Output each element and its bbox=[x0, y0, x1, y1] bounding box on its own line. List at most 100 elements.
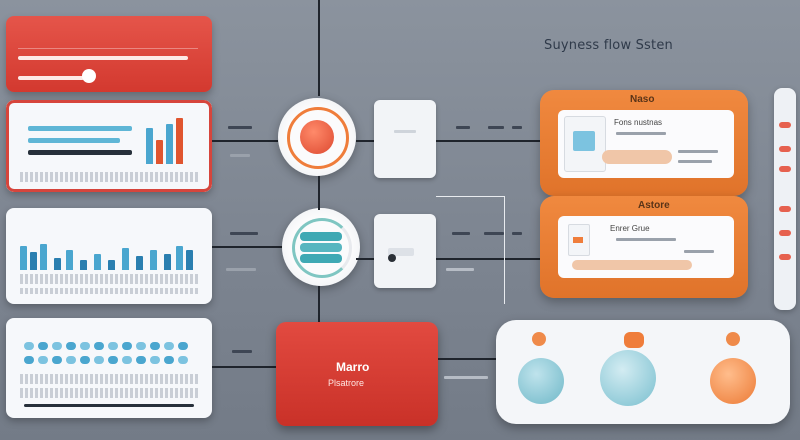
scroll-marker bbox=[779, 122, 791, 128]
chart-bar bbox=[164, 254, 171, 270]
stripe-row bbox=[20, 288, 198, 294]
database-icon bbox=[300, 232, 342, 241]
chart-bar bbox=[156, 140, 163, 164]
cloud-node-icon[interactable] bbox=[518, 358, 564, 404]
macro-block[interactable]: Marro Plsatrore bbox=[276, 322, 438, 426]
chart-bar bbox=[176, 246, 183, 270]
label-line bbox=[226, 268, 256, 271]
dot-icon bbox=[532, 332, 546, 346]
label-line bbox=[684, 250, 714, 253]
bar-chart bbox=[146, 118, 188, 164]
scroll-marker bbox=[779, 166, 791, 172]
chart-card-1[interactable] bbox=[6, 100, 212, 192]
signal-node-icon[interactable] bbox=[710, 358, 756, 404]
chart-bar bbox=[150, 250, 157, 270]
document-icon bbox=[564, 116, 606, 172]
diagram-title: Suyness flow Ssten bbox=[544, 38, 673, 53]
link-icon bbox=[624, 332, 644, 348]
label-line bbox=[230, 232, 258, 235]
label-line bbox=[388, 248, 414, 256]
card-content: Fons nustnas bbox=[558, 110, 734, 178]
document-icon bbox=[568, 224, 590, 256]
database-icon bbox=[300, 254, 342, 263]
chart-bar bbox=[186, 250, 193, 270]
chart-bar bbox=[40, 244, 47, 270]
stripe-row bbox=[20, 388, 198, 398]
connector-line bbox=[212, 366, 276, 368]
chart-bar bbox=[80, 260, 87, 270]
slider-panel[interactable] bbox=[6, 16, 212, 92]
node-ring bbox=[292, 218, 352, 278]
node-ring bbox=[287, 107, 349, 169]
chart-card-2[interactable] bbox=[6, 208, 212, 304]
panel-divider bbox=[18, 48, 198, 49]
slider-fill bbox=[18, 76, 84, 80]
slider-handle[interactable] bbox=[82, 69, 96, 83]
card-caption: Fons nustnas bbox=[614, 118, 663, 127]
output-card-1[interactable]: Naso Fons nustnas bbox=[540, 90, 748, 196]
pointer-icon bbox=[388, 254, 396, 262]
connector-line bbox=[212, 246, 286, 248]
divider-line bbox=[24, 404, 194, 407]
stripe-row bbox=[20, 274, 198, 284]
slider-track bbox=[18, 56, 188, 60]
scroll-marker bbox=[779, 206, 791, 212]
chart-bar bbox=[166, 124, 173, 164]
output-card-2[interactable]: Astore Enrer Grue bbox=[540, 196, 748, 298]
cloud-node-icon[interactable] bbox=[600, 350, 656, 406]
image-icon bbox=[573, 131, 595, 151]
stripe-row bbox=[20, 172, 198, 182]
label-line bbox=[446, 268, 474, 271]
connector-line bbox=[436, 258, 540, 260]
connector-line bbox=[436, 196, 504, 197]
chart-bar bbox=[146, 128, 153, 164]
label-line bbox=[616, 132, 666, 135]
process-node-2[interactable] bbox=[282, 208, 360, 286]
label-line bbox=[512, 232, 522, 235]
chart-bar bbox=[176, 118, 183, 164]
connector-line bbox=[436, 140, 540, 142]
scroll-marker bbox=[779, 254, 791, 260]
connector-line bbox=[318, 286, 320, 322]
dot-row bbox=[24, 356, 188, 364]
chart-bar bbox=[122, 248, 129, 270]
chart-bar bbox=[28, 138, 120, 143]
info-card-1[interactable] bbox=[374, 100, 436, 178]
dot-row bbox=[24, 342, 188, 350]
macro-title: Marro bbox=[336, 360, 370, 374]
card-tag: Astore bbox=[638, 200, 670, 211]
label-line bbox=[484, 232, 504, 235]
label-line bbox=[230, 154, 250, 157]
chart-bar bbox=[66, 250, 73, 270]
label-line bbox=[488, 126, 504, 129]
label-line bbox=[678, 150, 718, 153]
process-node-1[interactable] bbox=[278, 98, 356, 176]
label-line bbox=[456, 126, 470, 129]
chart-card-3[interactable] bbox=[6, 318, 212, 418]
label-line bbox=[616, 238, 676, 241]
label-line bbox=[228, 126, 252, 129]
connector-line bbox=[318, 0, 320, 96]
chart-bar bbox=[30, 252, 37, 270]
chart-bar bbox=[94, 254, 101, 270]
card-frame bbox=[6, 100, 212, 192]
progress-pill bbox=[572, 260, 692, 270]
connector-line bbox=[356, 140, 374, 142]
connector-line bbox=[318, 176, 320, 210]
chart-bar bbox=[108, 260, 115, 270]
file-tag-icon bbox=[573, 237, 583, 243]
side-scrollbar[interactable] bbox=[774, 88, 796, 310]
connector-line bbox=[504, 196, 505, 304]
column-chart bbox=[20, 230, 200, 270]
connector-line bbox=[438, 358, 496, 360]
chart-bar bbox=[28, 126, 132, 131]
progress-pill bbox=[602, 150, 672, 164]
connector-line bbox=[356, 258, 386, 260]
info-card-2[interactable] bbox=[374, 214, 436, 288]
output-nodes-panel[interactable] bbox=[496, 320, 790, 424]
label-line bbox=[452, 232, 470, 235]
label-line bbox=[678, 160, 712, 163]
chart-bar bbox=[136, 256, 143, 270]
database-icon bbox=[300, 243, 342, 252]
label-line bbox=[232, 350, 252, 353]
